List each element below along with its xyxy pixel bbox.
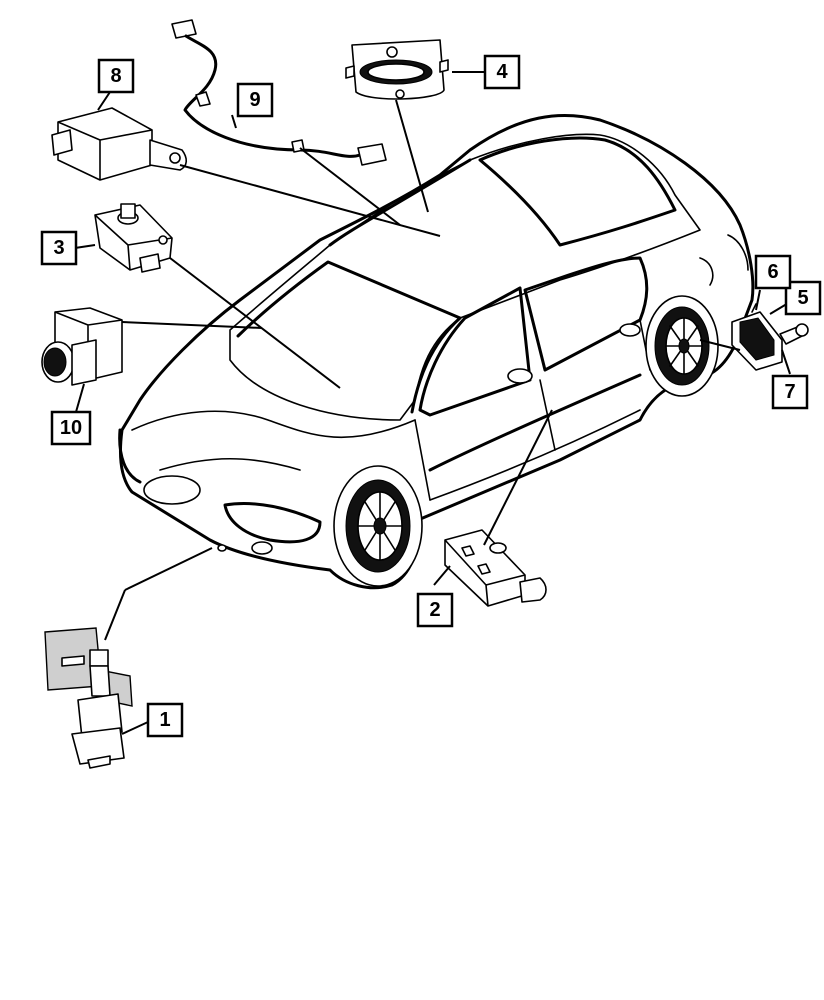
callout-7: 7 bbox=[771, 374, 809, 410]
part-1-front-sensor bbox=[44, 627, 133, 769]
callout-3: 3 bbox=[40, 230, 78, 266]
callout-label: 10 bbox=[60, 417, 82, 439]
part-10-sensor-block bbox=[41, 307, 123, 386]
callout-4: 4 bbox=[483, 54, 521, 90]
callout-2: 2 bbox=[416, 592, 454, 628]
callout-label: 5 bbox=[797, 287, 808, 309]
callout-label: 6 bbox=[767, 261, 778, 283]
front-wheel bbox=[333, 465, 423, 587]
callout-label: 1 bbox=[159, 709, 170, 731]
callout-6: 6 bbox=[754, 254, 792, 290]
callout-label: 9 bbox=[249, 89, 260, 111]
callout-10: 10 bbox=[50, 410, 92, 446]
callout-1: 1 bbox=[146, 702, 184, 738]
rear-wheel bbox=[645, 295, 719, 397]
callout-5: 5 bbox=[784, 280, 822, 316]
callout-9: 9 bbox=[236, 82, 274, 118]
leader-lines bbox=[74, 71, 791, 735]
callout-8: 8 bbox=[97, 58, 135, 94]
part-4-overhead-module bbox=[345, 39, 449, 100]
callout-label: 2 bbox=[429, 599, 440, 621]
callout-label: 7 bbox=[784, 381, 795, 403]
callout-label: 4 bbox=[496, 61, 508, 83]
callout-label: 3 bbox=[53, 237, 64, 259]
callout-label: 8 bbox=[110, 65, 121, 87]
part-8-sensor-module bbox=[51, 107, 188, 181]
sedan-illustration bbox=[118, 114, 755, 590]
part-5-6-7-tpms-sensor bbox=[731, 303, 809, 371]
part-9-wiring-harness bbox=[171, 19, 387, 166]
part-3-impact-sensor bbox=[94, 203, 173, 273]
part-2-side-impact-sensor bbox=[444, 529, 547, 607]
